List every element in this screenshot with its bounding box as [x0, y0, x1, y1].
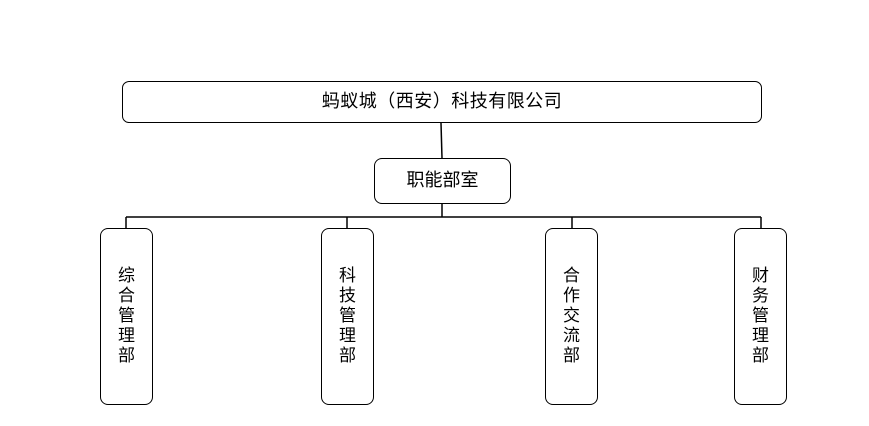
- vertical-label-character: 作: [563, 285, 580, 306]
- vertical-label-character: 技: [339, 285, 356, 306]
- vertical-label-character: 综: [118, 265, 135, 286]
- root-to-middle-connector: [440, 122, 443, 159]
- vertical-label-character: 财: [752, 265, 769, 286]
- vertical-label-character: 部: [118, 346, 135, 367]
- department-box-general-management: 综合管理部: [100, 228, 153, 405]
- department-box-cooperation-exchange: 合作交流部: [545, 228, 598, 405]
- vertical-label-character: 合: [118, 285, 135, 306]
- vertical-label-character: 管: [752, 305, 769, 326]
- department-label-general-management: 综合管理部: [118, 265, 135, 367]
- vertical-label-character: 部: [339, 346, 356, 367]
- department-label-technology-management: 科技管理部: [339, 265, 356, 367]
- vertical-label-character: 科: [339, 265, 356, 286]
- vertical-label-character: 理: [752, 326, 769, 347]
- vertical-label-character: 流: [563, 326, 580, 347]
- vertical-label-character: 部: [563, 346, 580, 367]
- department-label-cooperation-exchange: 合作交流部: [563, 265, 580, 367]
- vertical-label-character: 部: [752, 346, 769, 367]
- vertical-label-character: 管: [118, 305, 135, 326]
- vertical-label-character: 理: [118, 326, 135, 347]
- vertical-label-character: 交: [563, 305, 580, 326]
- functional-departments-label: 职能部室: [406, 170, 479, 192]
- vertical-label-character: 务: [752, 285, 769, 306]
- company-root-box: 蚂蚁城（西安）科技有限公司: [122, 81, 762, 123]
- department-box-finance-management: 财务管理部: [734, 228, 787, 405]
- functional-departments-box: 职能部室: [374, 158, 511, 204]
- department-label-finance-management: 财务管理部: [752, 265, 769, 367]
- vertical-label-character: 管: [339, 305, 356, 326]
- company-root-label: 蚂蚁城（西安）科技有限公司: [321, 91, 563, 113]
- vertical-label-character: 合: [563, 265, 580, 286]
- department-box-technology-management: 科技管理部: [321, 228, 374, 405]
- vertical-label-character: 理: [339, 326, 356, 347]
